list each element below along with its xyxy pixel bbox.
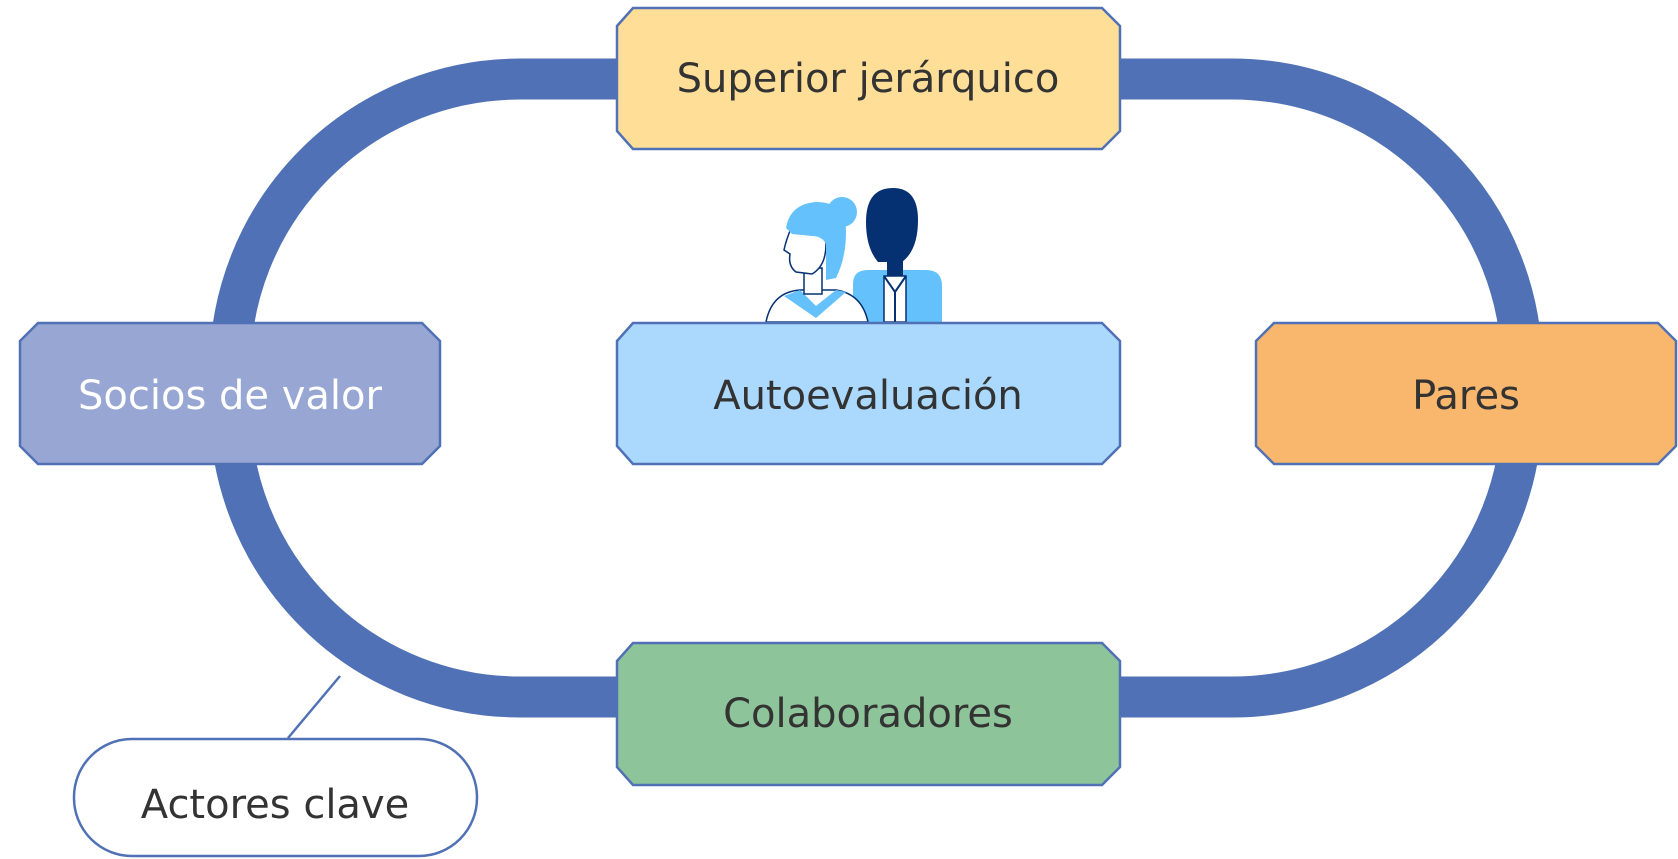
callout-actores-clave-label: Actores clave bbox=[141, 782, 409, 828]
node-socios-de-valor-label: Socios de valor bbox=[78, 373, 382, 419]
node-pares-box bbox=[1254, 321, 1678, 466]
woman-top bbox=[784, 290, 846, 318]
node-colaboradores-box bbox=[615, 641, 1122, 787]
callout-actores-clave-box bbox=[72, 737, 479, 858]
callout-connector bbox=[287, 675, 341, 739]
node-superior-jerarquico-box bbox=[615, 6, 1122, 151]
node-autoevaluacion-box bbox=[615, 321, 1122, 466]
woman-bun bbox=[827, 197, 857, 227]
node-superior-jerarquico: Superior jerárquico bbox=[615, 6, 1122, 151]
node-superior-jerarquico-label: Superior jerárquico bbox=[677, 56, 1060, 102]
people-icon bbox=[765, 188, 942, 323]
node-colaboradores-label: Colaboradores bbox=[723, 691, 1013, 737]
node-autoevaluacion: Autoevaluación bbox=[615, 321, 1122, 466]
node-pares: Pares bbox=[1254, 321, 1678, 466]
node-autoevaluacion-label: Autoevaluación bbox=[713, 373, 1023, 419]
node-socios-de-valor-box bbox=[18, 321, 442, 466]
node-socios-de-valor: Socios de valor bbox=[18, 321, 442, 466]
woman-face bbox=[783, 225, 827, 275]
node-colaboradores: Colaboradores bbox=[615, 641, 1122, 787]
callout-actores-clave: Actores clave bbox=[72, 737, 479, 858]
node-pares-label: Pares bbox=[1412, 373, 1520, 419]
man-head bbox=[866, 188, 918, 262]
